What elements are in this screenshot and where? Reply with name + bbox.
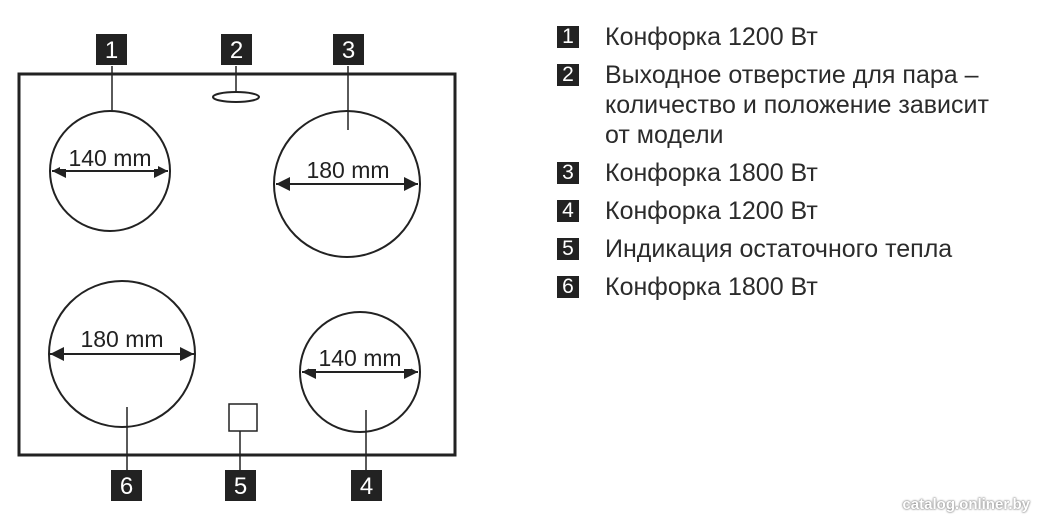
legend-text: Конфорка 1800 Вт <box>605 273 818 301</box>
callout-2: 2 <box>221 34 252 65</box>
legend-item: 2 Выходное отверстие для пара – количест… <box>557 60 1037 150</box>
legend-text: Конфорка 1800 Вт <box>605 159 818 187</box>
burner-3 <box>273 110 421 258</box>
legend: 1 Конфорка 1200 Вт 2 Выходное отверстие … <box>557 22 1037 310</box>
burner-4 <box>299 311 421 433</box>
legend-item: 6 Конфорка 1800 Вт <box>557 272 1037 302</box>
legend-badge: 6 <box>557 276 579 298</box>
svg-text:2: 2 <box>230 37 243 64</box>
legend-item: 5 Индикация остаточного тепла <box>557 234 1037 264</box>
callout-1: 1 <box>96 34 127 65</box>
burner-1 <box>49 110 171 232</box>
svg-text:6: 6 <box>120 473 133 500</box>
burner-1-diameter: 140 mm <box>68 145 151 171</box>
steam-outlet <box>212 91 260 103</box>
burner-3-diameter: 180 mm <box>306 157 389 183</box>
cooktop-diagram: 140 mm 180 mm 180 mm 140 mm 1 2 3 6 5 4 <box>17 34 457 501</box>
svg-text:1: 1 <box>105 37 118 64</box>
cooktop-outline <box>17 72 457 457</box>
legend-text: Конфорка 1200 Вт <box>605 197 818 225</box>
svg-text:3: 3 <box>342 37 355 64</box>
burner-6 <box>48 280 196 428</box>
svg-text:5: 5 <box>234 473 247 500</box>
legend-text: Индикация остаточного тепла <box>605 235 953 263</box>
legend-badge: 2 <box>557 64 579 86</box>
legend-item: 1 Конфорка 1200 Вт <box>557 22 1037 52</box>
legend-text: Выходное отверстие для пара – количество… <box>605 61 989 149</box>
callout-4: 4 <box>351 470 382 501</box>
watermark: catalog.onliner.by <box>902 496 1030 513</box>
legend-item: 3 Конфорка 1800 Вт <box>557 158 1037 188</box>
svg-text:4: 4 <box>360 473 373 500</box>
callout-5: 5 <box>225 470 256 501</box>
residual-heat-indicator <box>228 403 258 432</box>
legend-item: 4 Конфорка 1200 Вт <box>557 196 1037 226</box>
legend-badge: 4 <box>557 200 579 222</box>
callout-6: 6 <box>111 470 142 501</box>
legend-badge: 3 <box>557 162 579 184</box>
legend-text: Конфорка 1200 Вт <box>605 23 818 51</box>
legend-badge: 5 <box>557 238 579 260</box>
legend-badge: 1 <box>557 26 579 48</box>
burner-4-diameter: 140 mm <box>318 345 401 371</box>
burner-6-diameter: 180 mm <box>80 326 163 352</box>
callout-3: 3 <box>333 34 364 65</box>
